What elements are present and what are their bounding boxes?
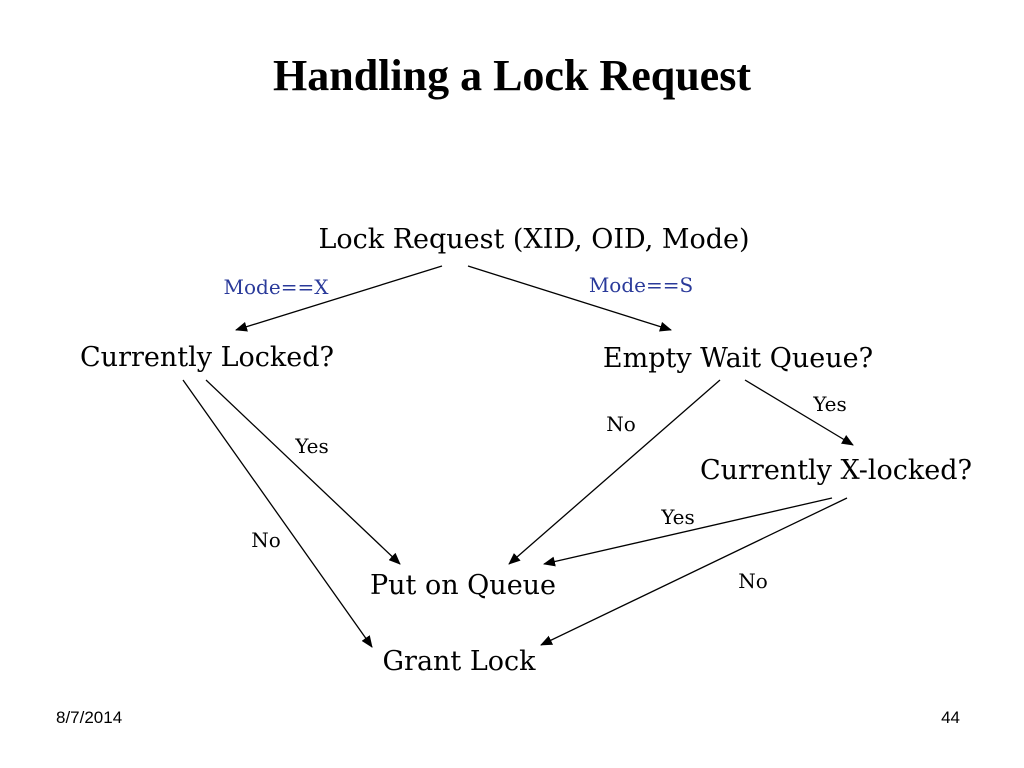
edge-label-locked-no: No — [251, 528, 281, 552]
arrow-locked-no-to-grant — [182, 379, 373, 648]
node-currently-locked: Currently Locked? — [80, 342, 334, 373]
arrow-waitqueue-yes-to-xlocked — [744, 379, 854, 446]
node-grant-lock: Grant Lock — [382, 646, 536, 677]
edge-label-mode-s: Mode==S — [589, 273, 693, 297]
node-currently-x-locked: Currently X-locked? — [700, 455, 972, 486]
arrow-xlocked-no-to-grant — [540, 497, 848, 646]
node-lock-request: Lock Request (XID, OID, Mode) — [318, 224, 749, 255]
page-number: 44 — [941, 708, 960, 727]
arrow-locked-yes-to-queue — [205, 379, 401, 565]
edge-label-mode-x: Mode==X — [224, 275, 330, 299]
slide-title: Handling a Lock Request — [273, 51, 751, 100]
node-put-on-queue: Put on Queue — [370, 570, 556, 601]
edge-label-xlocked-no: No — [738, 569, 768, 593]
edge-label-queue-no: No — [606, 412, 636, 436]
arrow-request-to-locked — [235, 265, 443, 332]
footer-date: 8/7/2014 — [56, 708, 123, 727]
edge-label-queue-yes: Yes — [812, 392, 847, 416]
arrow-xlocked-yes-to-queue — [543, 497, 833, 567]
edge-label-locked-yes: Yes — [294, 434, 329, 458]
edge-label-xlocked-yes: Yes — [660, 505, 695, 529]
node-empty-wait-queue: Empty Wait Queue? — [603, 343, 873, 374]
arrow-waitqueue-no-to-queue — [508, 379, 721, 565]
arrow-request-to-waitqueue — [467, 265, 672, 332]
